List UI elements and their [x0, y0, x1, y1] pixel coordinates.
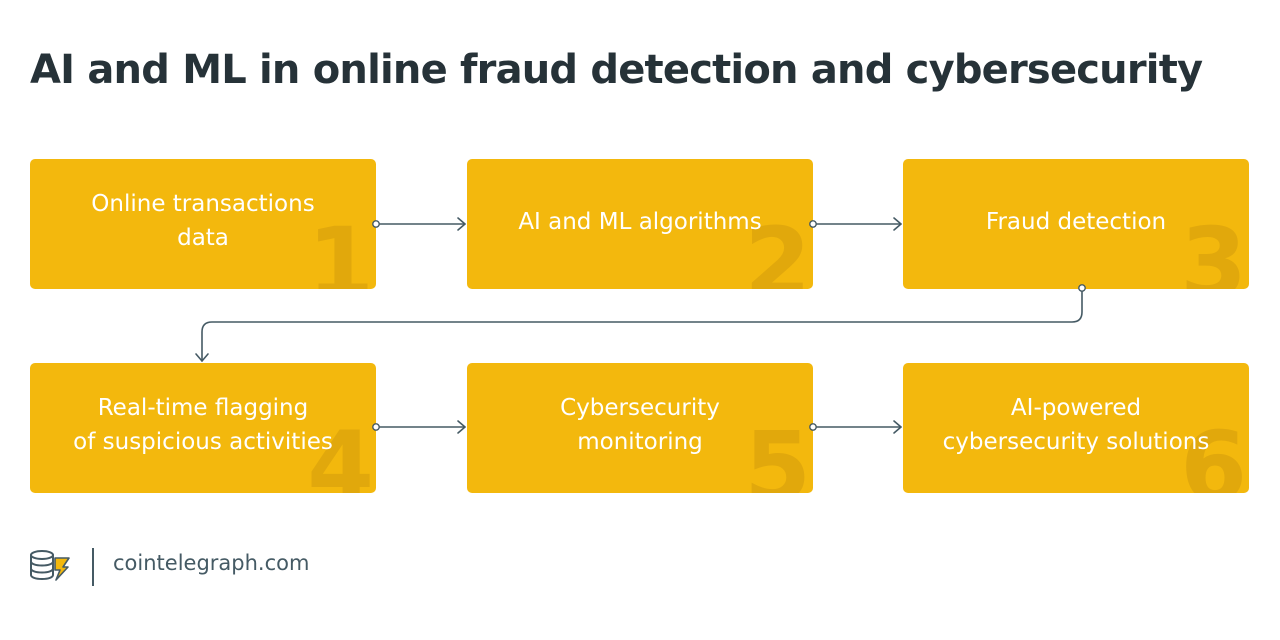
step-label: Online transactions data — [30, 187, 376, 255]
page-title: AI and ML in online fraud detection and … — [30, 47, 1203, 93]
step-number: 1 — [307, 207, 374, 289]
connector-dot — [372, 220, 380, 228]
arrowhead-6 — [893, 420, 902, 434]
connector-dot — [372, 423, 380, 431]
step-box-2: 2 AI and ML algorithms — [467, 159, 813, 289]
connector-dot — [809, 220, 817, 228]
step-label-line: Cybersecurity — [560, 395, 720, 421]
step-number: 6 — [1180, 411, 1247, 493]
footer-divider — [92, 548, 94, 586]
step-label-line: Real-time flagging — [97, 395, 309, 421]
connector-dot — [1078, 284, 1086, 292]
step-label-line: AI-powered — [1010, 395, 1142, 421]
step-box-4: 4 Real-time flagging of suspicious activ… — [30, 363, 376, 493]
step-label: AI-powered cybersecurity solutions — [903, 391, 1249, 459]
arrowhead-5 — [457, 420, 466, 434]
footer-site-link[interactable]: cointelegraph.com — [113, 551, 310, 575]
step-label: AI and ML algorithms — [467, 205, 813, 239]
step-label-line: Fraud detection — [985, 209, 1167, 235]
step-label-line: Online transactions — [91, 191, 315, 217]
step-number: 4 — [307, 411, 374, 493]
connector-3-4 — [201, 287, 1083, 362]
step-box-5: 5 Cybersecurity monitoring — [467, 363, 813, 493]
step-box-3: 3 Fraud detection — [903, 159, 1249, 289]
step-label: Fraud detection — [903, 205, 1249, 239]
step-number: 5 — [744, 411, 811, 493]
step-label-line: monitoring — [577, 429, 703, 455]
step-label-line: cybersecurity solutions — [942, 429, 1210, 455]
step-box-1: 1 Online transactions data — [30, 159, 376, 289]
connector-dot — [809, 423, 817, 431]
step-number: 3 — [1180, 207, 1247, 289]
step-label: Real-time flagging of suspicious activit… — [30, 391, 376, 459]
cointelegraph-logo-icon — [30, 550, 70, 581]
arrowhead-4 — [195, 353, 209, 362]
step-number: 2 — [744, 207, 811, 289]
arrowhead-2 — [457, 217, 466, 231]
arrowhead-3 — [893, 217, 902, 231]
step-label-line: of suspicious activities — [73, 429, 333, 455]
step-box-6: 6 AI-powered cybersecurity solutions — [903, 363, 1249, 493]
step-label-line: data — [177, 225, 229, 251]
step-label-line: AI and ML algorithms — [518, 209, 762, 235]
step-label: Cybersecurity monitoring — [467, 391, 813, 459]
